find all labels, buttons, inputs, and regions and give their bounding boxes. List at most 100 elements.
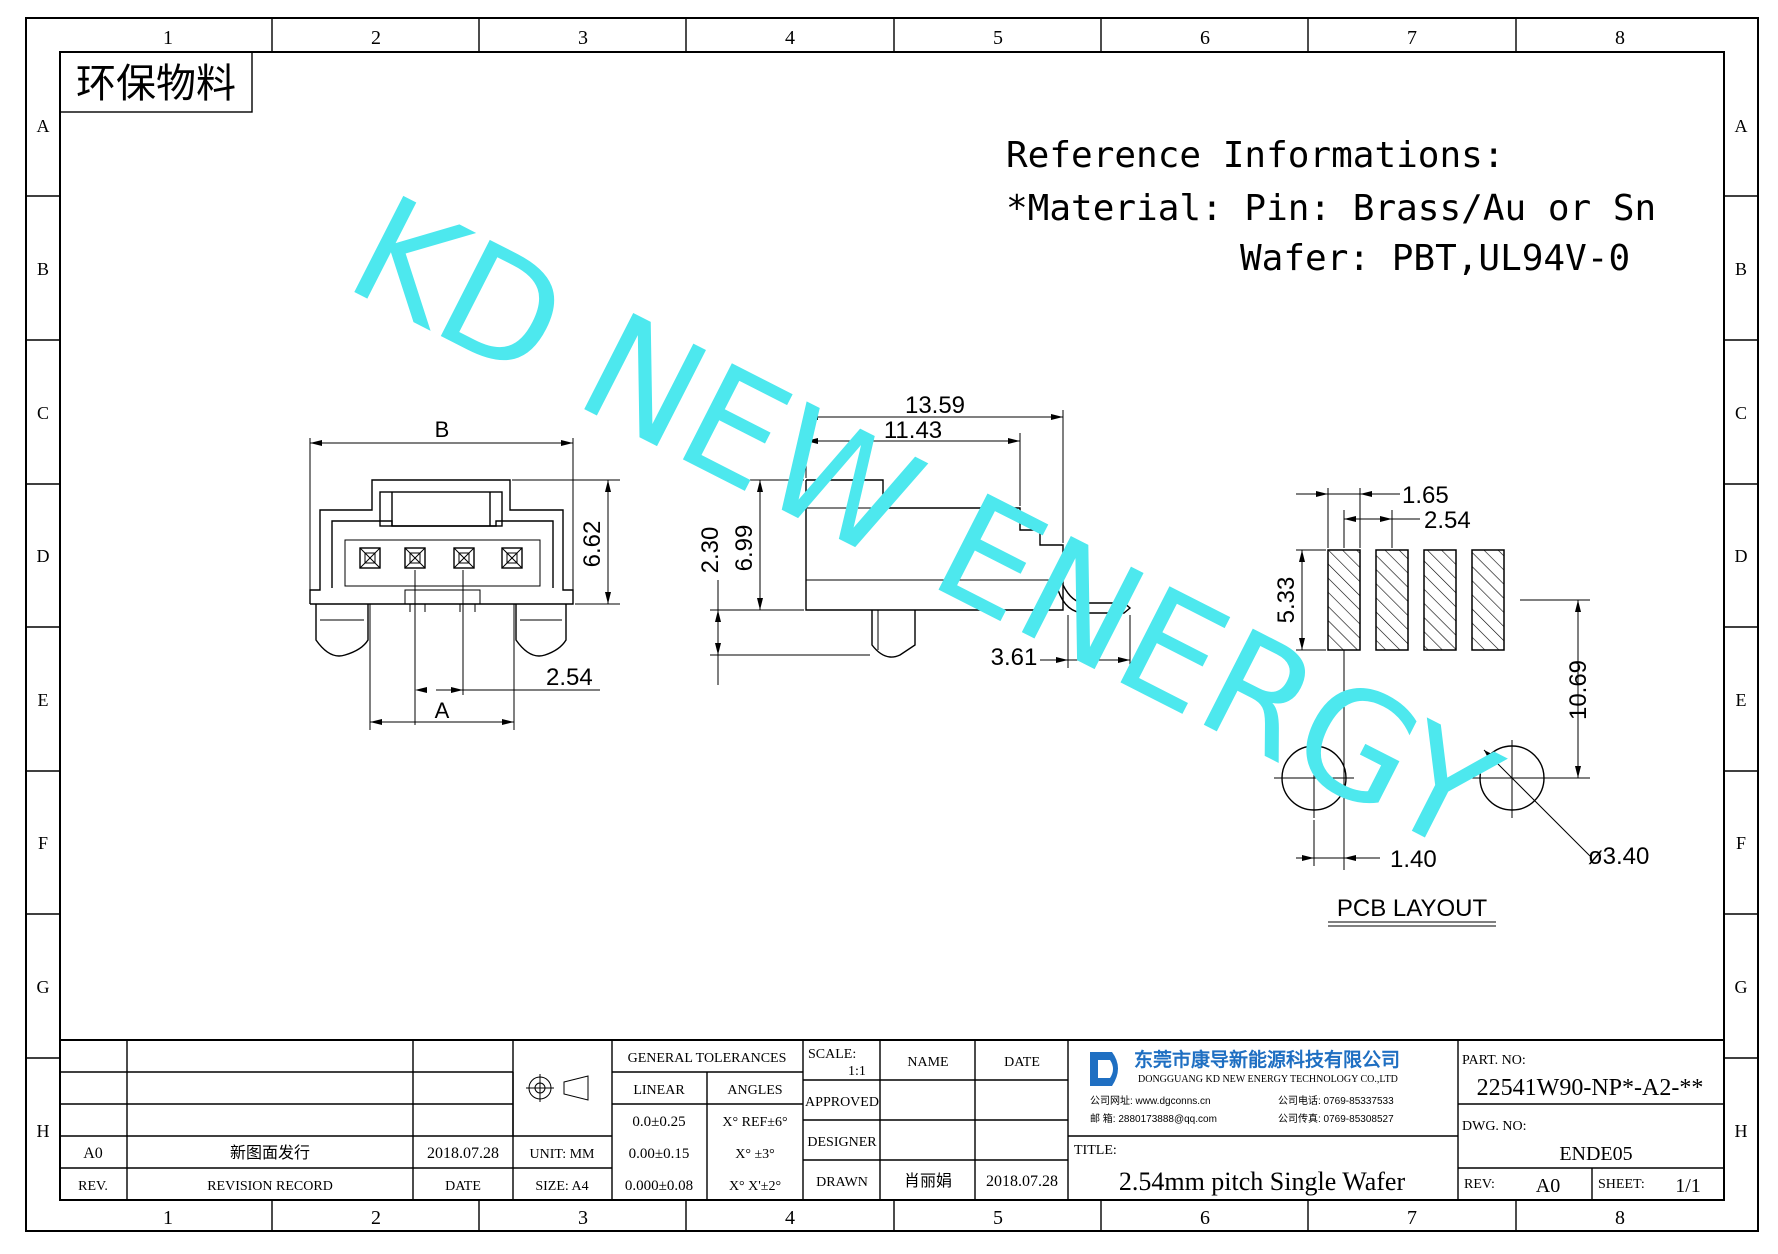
- part-number: 22541W90-NP*-A2-**: [1477, 1075, 1704, 1101]
- scale-value: 1:1: [848, 1064, 866, 1079]
- drawn-date: 2018.07.28: [986, 1173, 1058, 1190]
- rev-header: REV.: [78, 1179, 108, 1194]
- sheet-label: SHEET:: [1598, 1177, 1645, 1192]
- dim-11-43: 11.43: [884, 417, 942, 444]
- row-label: G: [1735, 977, 1748, 997]
- material-line: *Material: Pin: Brass/Au or Sn: [1006, 188, 1656, 229]
- pcb-pad: [1423, 549, 1457, 651]
- dim-A: A: [435, 698, 450, 723]
- unit: UNIT: MM: [529, 1147, 595, 1162]
- dim-2-54-pcb: 2.54: [1424, 507, 1471, 534]
- rev-code: A0: [83, 1145, 103, 1162]
- col-label: 4: [785, 1207, 795, 1229]
- row-label: G: [37, 977, 50, 997]
- general-tolerances: GENERAL TOLERANCES: [628, 1051, 787, 1066]
- dim-3-61: 3.61: [991, 644, 1038, 671]
- col-label: 4: [785, 27, 795, 49]
- dim-10-69: 10.69: [1565, 660, 1592, 720]
- dim-B: B: [435, 417, 450, 442]
- dim-5-33: 5.33: [1273, 577, 1300, 624]
- rev-record: 新图面发行: [230, 1144, 310, 1162]
- dim-1-40: 1.40: [1390, 846, 1437, 873]
- row-label: F: [1736, 833, 1746, 853]
- reference-heading: Reference Informations:: [1006, 135, 1505, 176]
- dim-2-30: 2.30: [697, 527, 724, 574]
- row-label: H: [37, 1121, 50, 1141]
- tol-angle-1: X° REF±6°: [722, 1115, 787, 1130]
- designer-label: DESIGNER: [807, 1135, 877, 1150]
- pcb-layout-label: PCB LAYOUT: [1337, 895, 1488, 922]
- col-label: 7: [1407, 1207, 1417, 1229]
- col-label: 1: [163, 1207, 173, 1229]
- wafer-line: Wafer: PBT,UL94V-0: [1240, 238, 1630, 279]
- col-label: 1: [163, 27, 173, 49]
- col-label: 3: [578, 27, 588, 49]
- tol-angle-3: X° X'±2°: [729, 1179, 781, 1194]
- drawing-title: 2.54mm pitch Single Wafer: [1119, 1167, 1406, 1196]
- col-label: 2: [371, 1207, 381, 1229]
- company-name-cn: 东莞市康导新能源科技有限公司: [1134, 1048, 1400, 1071]
- dim-1-65: 1.65: [1402, 482, 1449, 509]
- row-label: C: [37, 403, 49, 423]
- eco-label: 环保物料: [76, 61, 236, 106]
- dim-6-62: 6.62: [579, 521, 606, 568]
- linear-header: LINEAR: [633, 1083, 685, 1098]
- rev-record-header: REVISION RECORD: [207, 1179, 333, 1194]
- row-label: E: [38, 690, 49, 710]
- col-label: 5: [993, 27, 1003, 49]
- row-label: D: [37, 546, 50, 566]
- tol-linear-1: 0.0±0.25: [632, 1114, 685, 1130]
- row-label: B: [37, 259, 49, 279]
- front-view: B 6.62 2.54 A: [309, 417, 620, 730]
- col-label: 5: [993, 1207, 1003, 1229]
- row-label: B: [1735, 259, 1747, 279]
- name-header: NAME: [907, 1055, 948, 1070]
- dwg-label: DWG. NO:: [1462, 1119, 1527, 1134]
- drawn-name: 肖丽娟: [904, 1172, 952, 1190]
- dim-13-59: 13.59: [905, 392, 965, 419]
- company-logo-icon: [1090, 1052, 1118, 1086]
- col-label: 6: [1200, 27, 1210, 49]
- row-label: E: [1736, 690, 1747, 710]
- rev-date: 2018.07.28: [427, 1145, 499, 1162]
- dwg-number: ENDE05: [1559, 1143, 1632, 1165]
- part-label: PART. NO:: [1462, 1053, 1526, 1068]
- tol-angle-2: X° ±3°: [735, 1147, 775, 1162]
- pcb-pad: [1327, 549, 1361, 651]
- company-website: 公司网址: www.dgconns.cn: [1090, 1094, 1211, 1107]
- tol-linear-2: 0.00±0.15: [629, 1146, 690, 1162]
- col-label: 6: [1200, 1207, 1210, 1229]
- company-email: 邮 箱: 2880173888@qq.com: [1090, 1112, 1217, 1125]
- col-label: 3: [578, 1207, 588, 1229]
- col-label: 7: [1407, 27, 1417, 49]
- company-fax: 公司传真: 0769-85308527: [1278, 1112, 1394, 1125]
- size: SIZE: A4: [535, 1179, 588, 1194]
- side-view: 13.59 11.43 6.99 2.30 3.61: [697, 392, 1132, 685]
- row-label: D: [1735, 546, 1748, 566]
- title-block: A0 新图面发行 2018.07.28 REV. REVISION RECORD…: [59, 1039, 1725, 1201]
- pin-squares: [359, 547, 523, 569]
- rev-label: REV:: [1464, 1177, 1495, 1192]
- row-label: A: [1735, 116, 1748, 136]
- eco-material-stamp: 环保物料: [59, 51, 253, 113]
- sheet-value: 1/1: [1675, 1175, 1701, 1197]
- col-label: 8: [1615, 27, 1625, 49]
- dim-pitch: 2.54: [546, 664, 593, 691]
- projection-symbol-icon: [526, 1074, 589, 1102]
- rev-date-header: DATE: [445, 1179, 481, 1194]
- col-label: 2: [371, 27, 381, 49]
- row-label: C: [1735, 403, 1747, 423]
- pcb-layout: 1.65 2.54 5.33 10.69 1.40 ø3.40 PCB LAYO…: [1273, 482, 1649, 927]
- company-phone: 公司电话: 0769-85337533: [1278, 1094, 1394, 1107]
- drawn-label: DRAWN: [816, 1175, 868, 1190]
- row-label: F: [38, 833, 48, 853]
- reference-info: Reference Informations: *Material: Pin: …: [1006, 135, 1656, 279]
- dim-6-99: 6.99: [731, 525, 758, 572]
- title-label: TITLE:: [1074, 1143, 1117, 1158]
- row-label: A: [37, 116, 50, 136]
- scale-label: SCALE:: [808, 1047, 856, 1062]
- date-header: DATE: [1004, 1055, 1040, 1070]
- approved-label: APPROVED: [805, 1095, 879, 1110]
- col-label: 8: [1615, 1207, 1625, 1229]
